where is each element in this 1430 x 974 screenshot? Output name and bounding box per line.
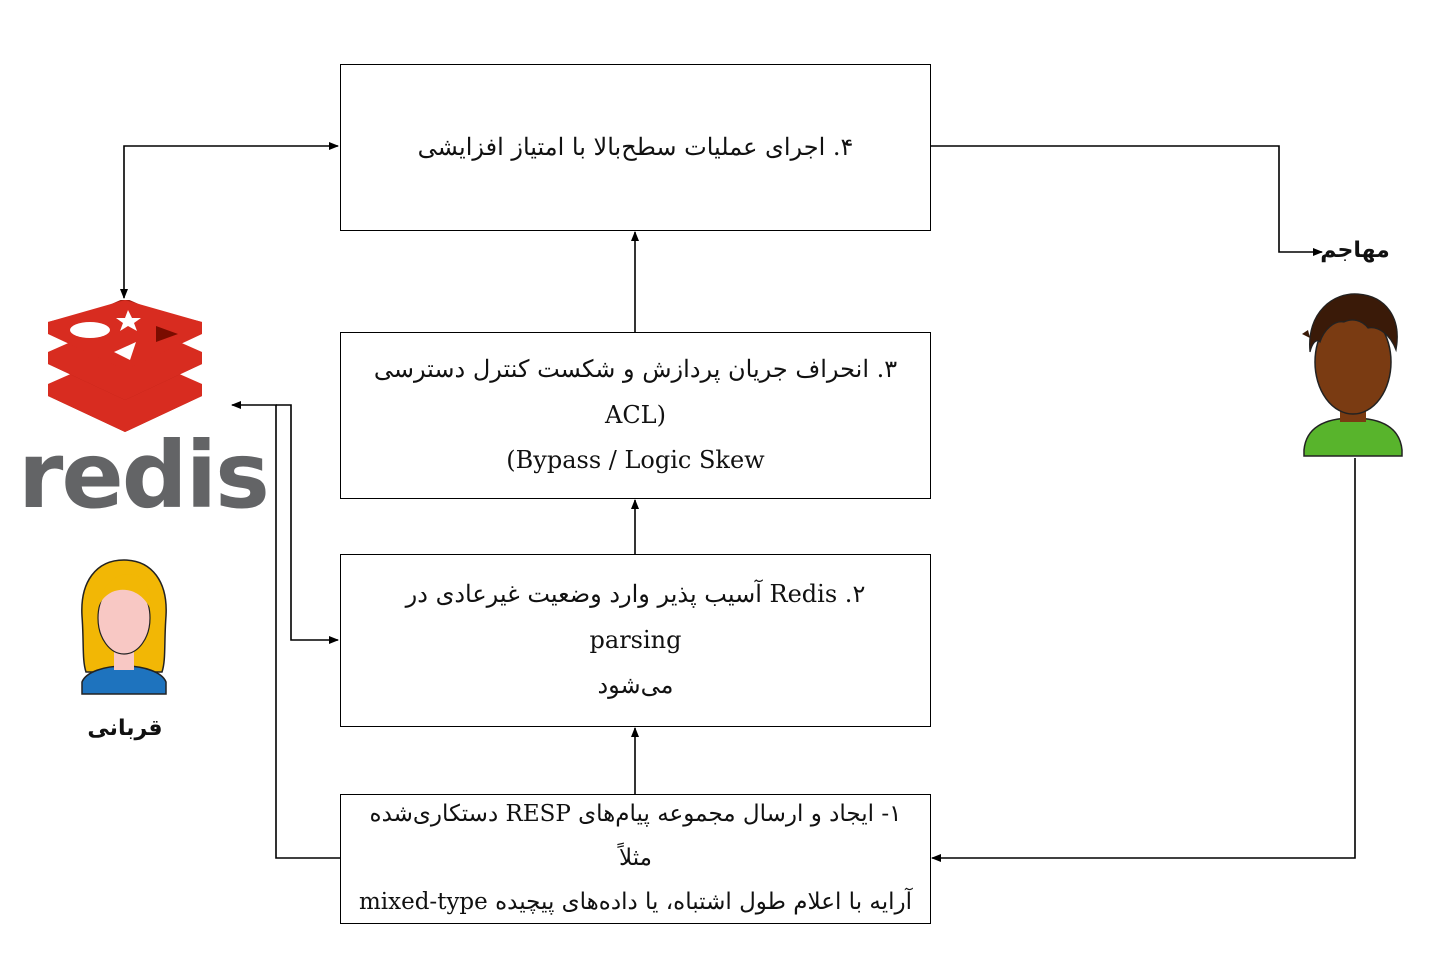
- step3-text-line1: ۳. انحراف جریان پردازش و شکست کنترل دستر…: [373, 355, 898, 429]
- arrow-attacker-to-step1: [931, 458, 1356, 862]
- arrow-step4-to-attacker: [931, 145, 1323, 256]
- victim-label: قربانی: [87, 716, 163, 741]
- step1-text-line2: آرایه با اعلام طول اشتباه، یا داده‌های پ…: [358, 888, 913, 915]
- step4-text: ۴. اجرای عملیات سطح‌بالا با امتیاز افزای…: [417, 132, 854, 161]
- step2-box: ۲. Redis آسیب پذیر وارد وضعیت غیرعادی در…: [340, 554, 931, 727]
- step2-text-line2: می‌شود: [597, 671, 674, 700]
- redis-logo-icon: [48, 300, 202, 432]
- step4-box: ۴. اجرای عملیات سطح‌بالا با امتیاز افزای…: [340, 64, 931, 231]
- step3-box: ۳. انحراف جریان پردازش و شکست کنترل دستر…: [340, 332, 931, 499]
- step2-text-line1: ۲. Redis آسیب پذیر وارد وضعیت غیرعادی در…: [405, 580, 866, 654]
- victim-avatar-icon: [81, 559, 167, 695]
- step1-text-line1: ۱- ایجاد و ارسال مجموعه پیام‌های RESP دس…: [369, 801, 902, 872]
- attacker-avatar-icon: [1302, 293, 1403, 457]
- arrow-step1-to-redis: [231, 401, 340, 859]
- step1-box: ۱- ایجاد و ارسال مجموعه پیام‌های RESP دس…: [340, 794, 931, 924]
- attacker-label: مهاجم: [1320, 238, 1390, 263]
- step3-text-line2: Bypass / Logic Skew): [506, 446, 765, 475]
- arrow-redis-to-step2: [276, 404, 339, 644]
- arrow-redis-step4: [120, 142, 339, 299]
- redis-wordmark: redis: [18, 422, 270, 529]
